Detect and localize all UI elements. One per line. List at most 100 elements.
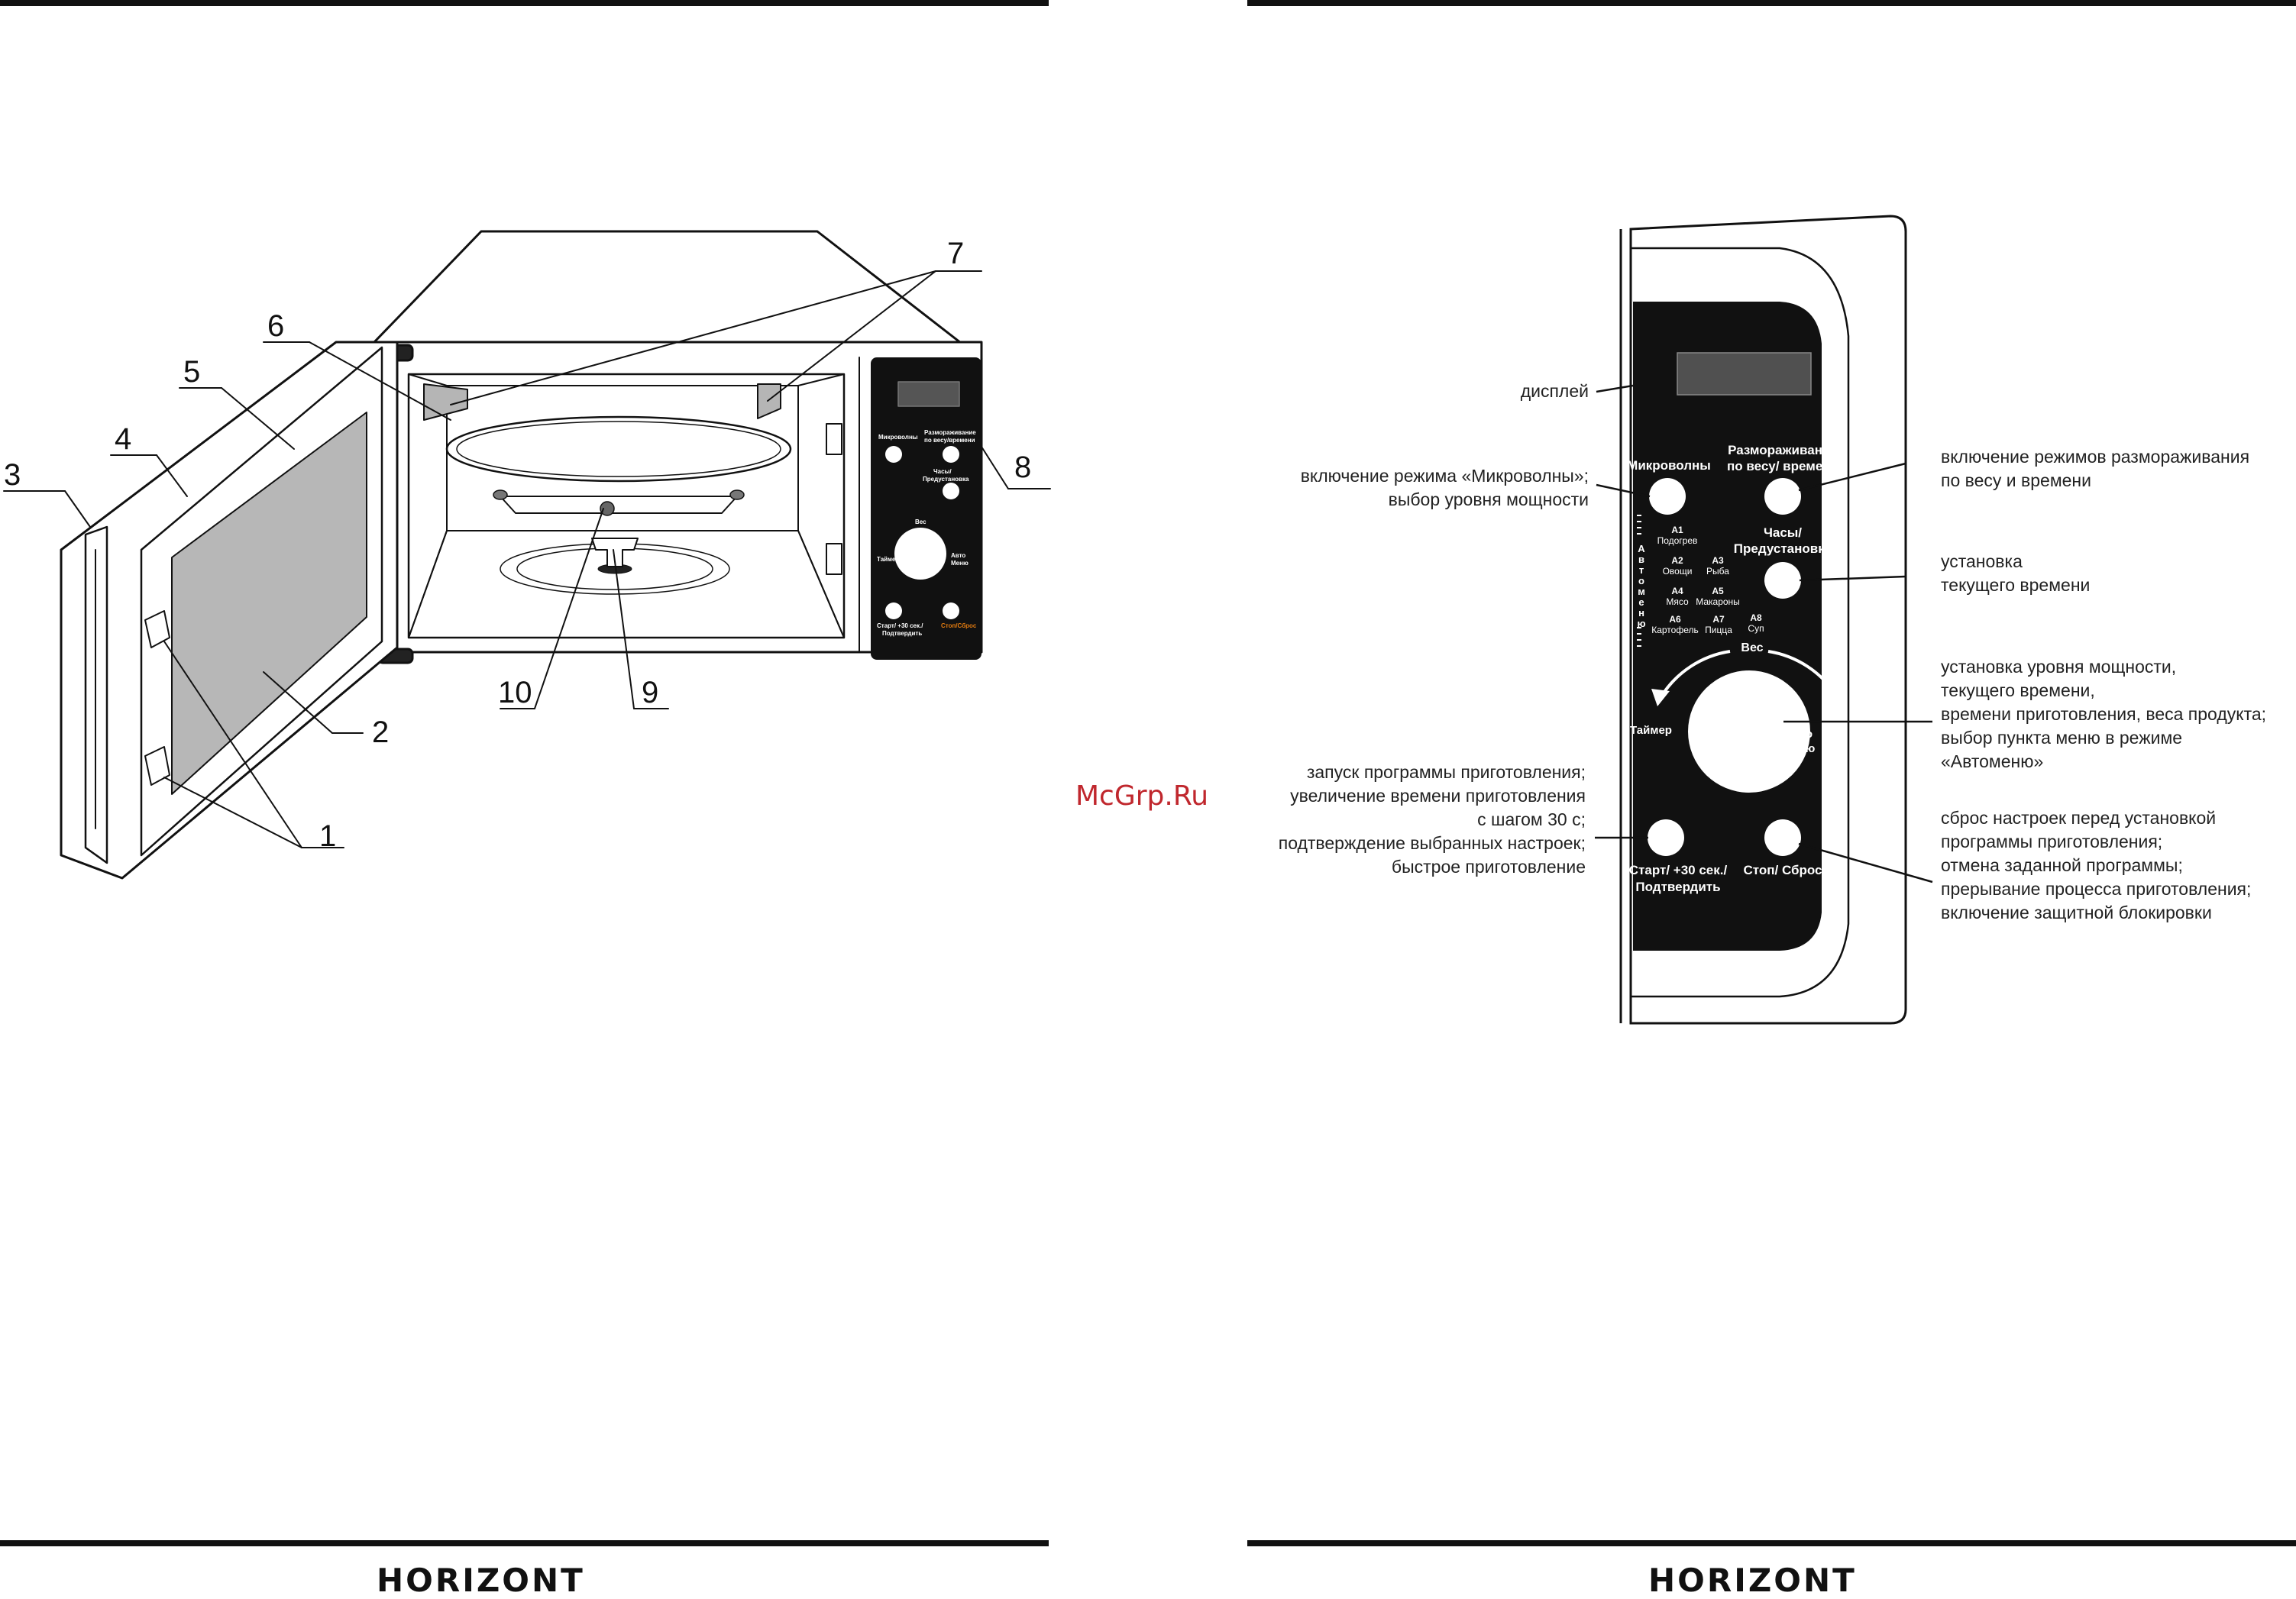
callout-start: запуск программы приготовления; увеличен… — [1278, 762, 1586, 877]
clock-label: Часы/ — [1764, 525, 1802, 540]
stop-label: Стоп/ Сброс — [1743, 863, 1822, 877]
svg-text:Авто: Авто — [951, 552, 965, 559]
svg-text:по весу/времени: по весу/времени — [924, 437, 975, 444]
svg-text:A6: A6 — [1669, 614, 1681, 625]
door-latch-bottom — [144, 746, 170, 786]
microwave-label: Микроволны — [1627, 458, 1711, 473]
panel-face — [1633, 302, 1822, 951]
svg-text:Стоп/Сброс: Стоп/Сброс — [941, 622, 977, 629]
part-num: 10 — [498, 676, 532, 709]
part-num: 6 — [267, 309, 284, 343]
roller-ring — [500, 496, 738, 514]
leader-display — [1596, 384, 1634, 393]
control-panel-detail: Микроволны Размораживание по весу/ време… — [1595, 215, 1933, 1025]
svg-text:A3: A3 — [1712, 555, 1724, 566]
brand-logo-right: HORIZONT — [1648, 1562, 1857, 1599]
microwave-button — [1649, 478, 1686, 515]
leader-microwave — [1596, 483, 1651, 498]
defrost-label: по весу/ времени — [1727, 459, 1838, 473]
part-numbers: 1 2 3 4 5 6 7 8 9 10 — [4, 237, 1031, 853]
cavity-frame — [407, 373, 846, 639]
top-rule-left — [0, 0, 1049, 6]
light-shield-right — [757, 383, 781, 419]
menu-items: A1 Подогрев A2 Овощи A3 Рыба A4 Мясо A5 … — [1651, 525, 1764, 635]
svg-text:Пицца: Пицца — [1705, 625, 1732, 635]
svg-text:Меню: Меню — [951, 560, 969, 567]
cavity-floor — [408, 530, 845, 638]
svg-text:Подтвердить: Подтвердить — [882, 630, 922, 637]
svg-text:Подогрев: Подогрев — [1657, 535, 1698, 546]
svg-text:Макароны: Макароны — [1696, 596, 1740, 607]
control-knob — [1688, 670, 1810, 793]
watermark: McGrp.Ru — [1075, 780, 1209, 812]
start-label: Подтвердить — [1635, 880, 1720, 894]
svg-text:Суп: Суп — [1748, 623, 1764, 634]
svg-text:А: А — [1638, 543, 1645, 554]
glass-turntable — [445, 415, 792, 483]
cabinet-top — [373, 230, 983, 360]
part-num: 3 — [4, 458, 21, 492]
door-window — [171, 412, 367, 795]
defrost-label: Размораживание — [1728, 443, 1838, 457]
callout-display: дисплей — [1520, 381, 1589, 401]
svg-text:A1: A1 — [1671, 525, 1683, 535]
part-num: 4 — [115, 422, 131, 456]
svg-text:Мясо: Мясо — [1666, 596, 1689, 607]
svg-text:Размораживание: Размораживание — [924, 429, 976, 436]
knob-right-label: Меню — [1783, 742, 1816, 755]
knob-top-label: Вес — [1741, 641, 1763, 654]
automenu-vertical: А в т о м е н ю — [1637, 543, 1645, 629]
knob-right-label: Авто — [1785, 728, 1813, 741]
bottom-rule-right — [1247, 1540, 2296, 1546]
svg-text:м: м — [1638, 586, 1645, 597]
svg-text:е: е — [1638, 596, 1644, 608]
svg-text:Часы/: Часы/ — [933, 468, 952, 475]
start-label: Старт/ +30 сек./ — [1629, 863, 1728, 877]
part-leaders — [3, 270, 1051, 848]
overview-control-panel — [871, 357, 981, 660]
microwave-overview — [60, 230, 983, 880]
display-window — [1677, 352, 1812, 396]
svg-text:в: в — [1638, 554, 1644, 565]
svg-text:Картофель: Картофель — [1651, 625, 1699, 635]
defrost-button — [1764, 478, 1801, 515]
callout-defrost: включение режимов размораживания по весу… — [1941, 447, 2250, 490]
part-num: 5 — [183, 355, 200, 389]
svg-text:A5: A5 — [1712, 586, 1724, 596]
svg-text:A7: A7 — [1712, 614, 1725, 625]
top-rule-right — [1247, 0, 2296, 6]
brand-logo-left: HORIZONT — [377, 1562, 585, 1599]
clock-button — [1764, 562, 1801, 599]
start-button — [1648, 819, 1684, 856]
clock-label: Предустановка — [1734, 541, 1832, 556]
svg-text:Вес: Вес — [915, 518, 926, 525]
knob-left-label: Таймер — [1630, 724, 1672, 737]
svg-text:A8: A8 — [1750, 612, 1762, 623]
callout-microwave: включение режима «Микроволны»; выбор уро… — [1300, 466, 1589, 509]
part-num: 8 — [1014, 451, 1031, 484]
bottom-rule-left — [0, 1540, 1049, 1546]
overview-panel-labels: Микроволны Размораживание по весу/времен… — [877, 429, 977, 637]
leader-defrost — [1798, 462, 1906, 492]
part-num: 2 — [372, 716, 389, 749]
door-latch-top — [144, 610, 170, 648]
stop-button — [1764, 819, 1801, 856]
svg-text:Микроволны: Микроволны — [878, 434, 918, 441]
svg-text:Овощи: Овощи — [1663, 566, 1693, 577]
coupler — [591, 538, 639, 567]
callout-knob: установка уровня мощности, текущего врем… — [1941, 657, 2267, 771]
part-num: 7 — [947, 237, 964, 270]
svg-text:Рыба: Рыба — [1706, 566, 1729, 577]
callout-clock: установка текущего времени — [1941, 551, 2091, 595]
part-num: 1 — [319, 819, 336, 853]
leader-stop — [1798, 842, 1933, 883]
svg-text:н: н — [1638, 607, 1644, 619]
svg-text:т: т — [1639, 564, 1644, 576]
svg-text:A2: A2 — [1671, 555, 1683, 566]
svg-text:Предустановка: Предустановка — [923, 476, 969, 483]
svg-text:о: о — [1638, 575, 1644, 586]
callout-stop: сброс настроек перед установкой программ… — [1941, 808, 2252, 922]
part-num: 9 — [642, 676, 658, 709]
leader-clock — [1799, 575, 1906, 582]
